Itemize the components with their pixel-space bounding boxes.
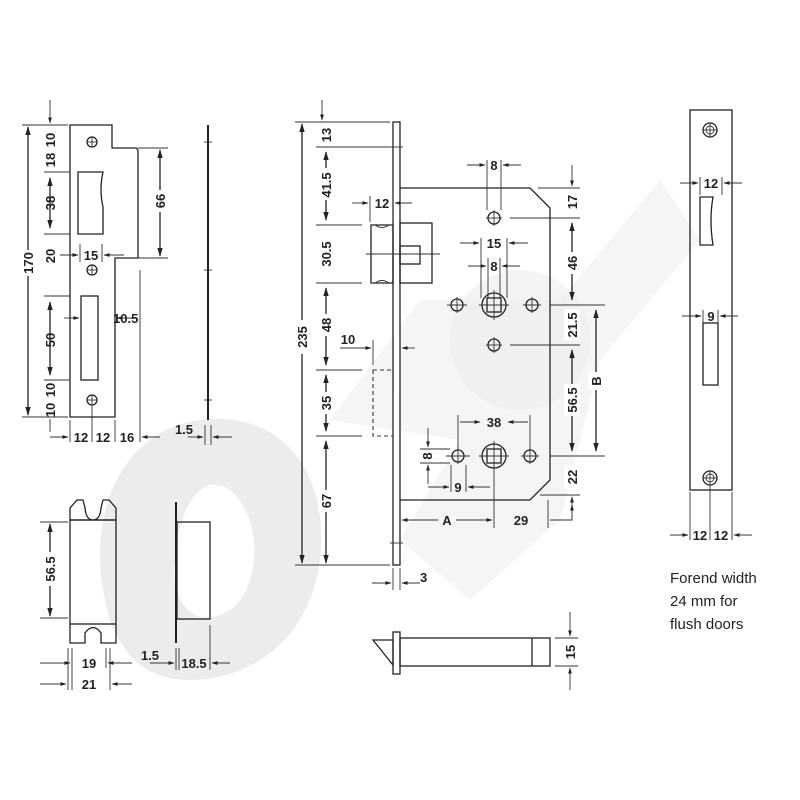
dim-keep-inner-width: 19 [82, 656, 96, 671]
forend-view: 12 9 12 12 Forend width 24 mm for flush … [670, 109, 757, 633]
screw-hole-icon [86, 264, 98, 276]
dim-bottom-margin: 10 [43, 403, 58, 417]
dim-bottom-2: 12 [96, 430, 110, 445]
dim-forend-thickness: 3 [420, 570, 427, 585]
dim-forend-left: 12 [693, 528, 707, 543]
dim-plate-height: 170 [21, 252, 36, 274]
dim-slot-width: 15 [84, 248, 98, 263]
dim-bolt-width: 9 [707, 309, 714, 324]
screw-hole-icon [702, 470, 718, 486]
dim-backset-rest: 29 [514, 513, 528, 528]
dim-overall-height: 235 [295, 326, 310, 348]
dim-latch-height: 30.5 [319, 241, 334, 266]
dim-spindle-outer: 15 [487, 236, 501, 251]
dim-spindle-to-hole: 21.5 [565, 312, 580, 337]
forend-note-line-2: 24 mm for [670, 593, 738, 610]
fixing-hole-icon [486, 337, 502, 353]
dim-keep-outer-width: 21 [82, 677, 96, 692]
cylinder-icon [479, 441, 509, 471]
forend-note-line-3: flush doors [670, 616, 743, 633]
dim-hole-to-slot: 18 [43, 153, 58, 167]
dim-keep-plate-thickness: 1.5 [141, 648, 159, 663]
dim-keep-depth: 18.5 [181, 656, 206, 671]
dim-bottom-3: 16 [120, 430, 134, 445]
screw-hole-icon [86, 394, 98, 406]
dim-slot-gap: 20 [43, 249, 58, 263]
dim-lip-height: 66 [153, 194, 168, 208]
dim-keep-height: 56.5 [43, 556, 58, 581]
dim-forend-top: 13 [319, 128, 334, 142]
dim-cylinder-spacing: 38 [487, 415, 501, 430]
dim-hole-to-cylinder: 56.5 [565, 387, 580, 412]
dim-to-latch: 41.5 [319, 172, 334, 197]
fixing-hole-icon [523, 297, 541, 313]
dim-top-margin: 10 [43, 133, 58, 147]
forend-note-line-1: Forend width [670, 570, 757, 587]
spindle-icon [479, 290, 509, 320]
dim-centre-distance: B [589, 376, 604, 385]
dim-bolt-projection: 10 [341, 332, 355, 347]
dim-latch-to-bolt: 48 [319, 318, 334, 332]
dim-bolt-slot-height: 50 [43, 333, 58, 347]
dim-bottom-1: 12 [74, 430, 88, 445]
keep-view: 56.5 19 21 1.5 18.5 [40, 499, 230, 692]
dim-slot-to-hole: 10 [43, 383, 58, 397]
bolt-view: 15 [371, 612, 578, 690]
dim-hole-offset: 9 [454, 480, 461, 495]
dim-top-hole: 8 [490, 158, 497, 173]
dim-hole-height: 8 [420, 452, 435, 459]
lock-body: 235 13 41.5 30.5 48 35 67 12 10 [292, 100, 605, 590]
dim-bolt-to-bottom: 67 [319, 494, 334, 508]
dim-backset: A [442, 513, 452, 528]
dim-offset: 10.5 [113, 311, 138, 326]
dim-bolt-height: 35 [319, 396, 334, 410]
dim-cylinder-to-bottom: 22 [565, 470, 580, 484]
dim-latch-slot-height: 38 [43, 196, 58, 210]
dim-plate-thickness: 1.5 [175, 422, 193, 437]
dim-forend-right: 12 [714, 528, 728, 543]
dim-latch-width: 12 [704, 176, 718, 191]
striking-plate: 10 18 38 20 50 10 10 170 66 15 10.5 12 1… [20, 100, 232, 445]
dim-latch-projection: 12 [375, 196, 389, 211]
dim-spindle-inner: 8 [490, 259, 497, 274]
screw-hole-icon [702, 122, 718, 138]
screw-hole-icon [86, 136, 98, 148]
follower-hole-icon [486, 210, 502, 226]
dim-top-to-hole: 17 [565, 195, 580, 209]
dim-bolt-height: 15 [563, 645, 578, 659]
fixing-hole-icon [447, 297, 467, 313]
dim-hole-to-spindle: 46 [565, 256, 580, 270]
